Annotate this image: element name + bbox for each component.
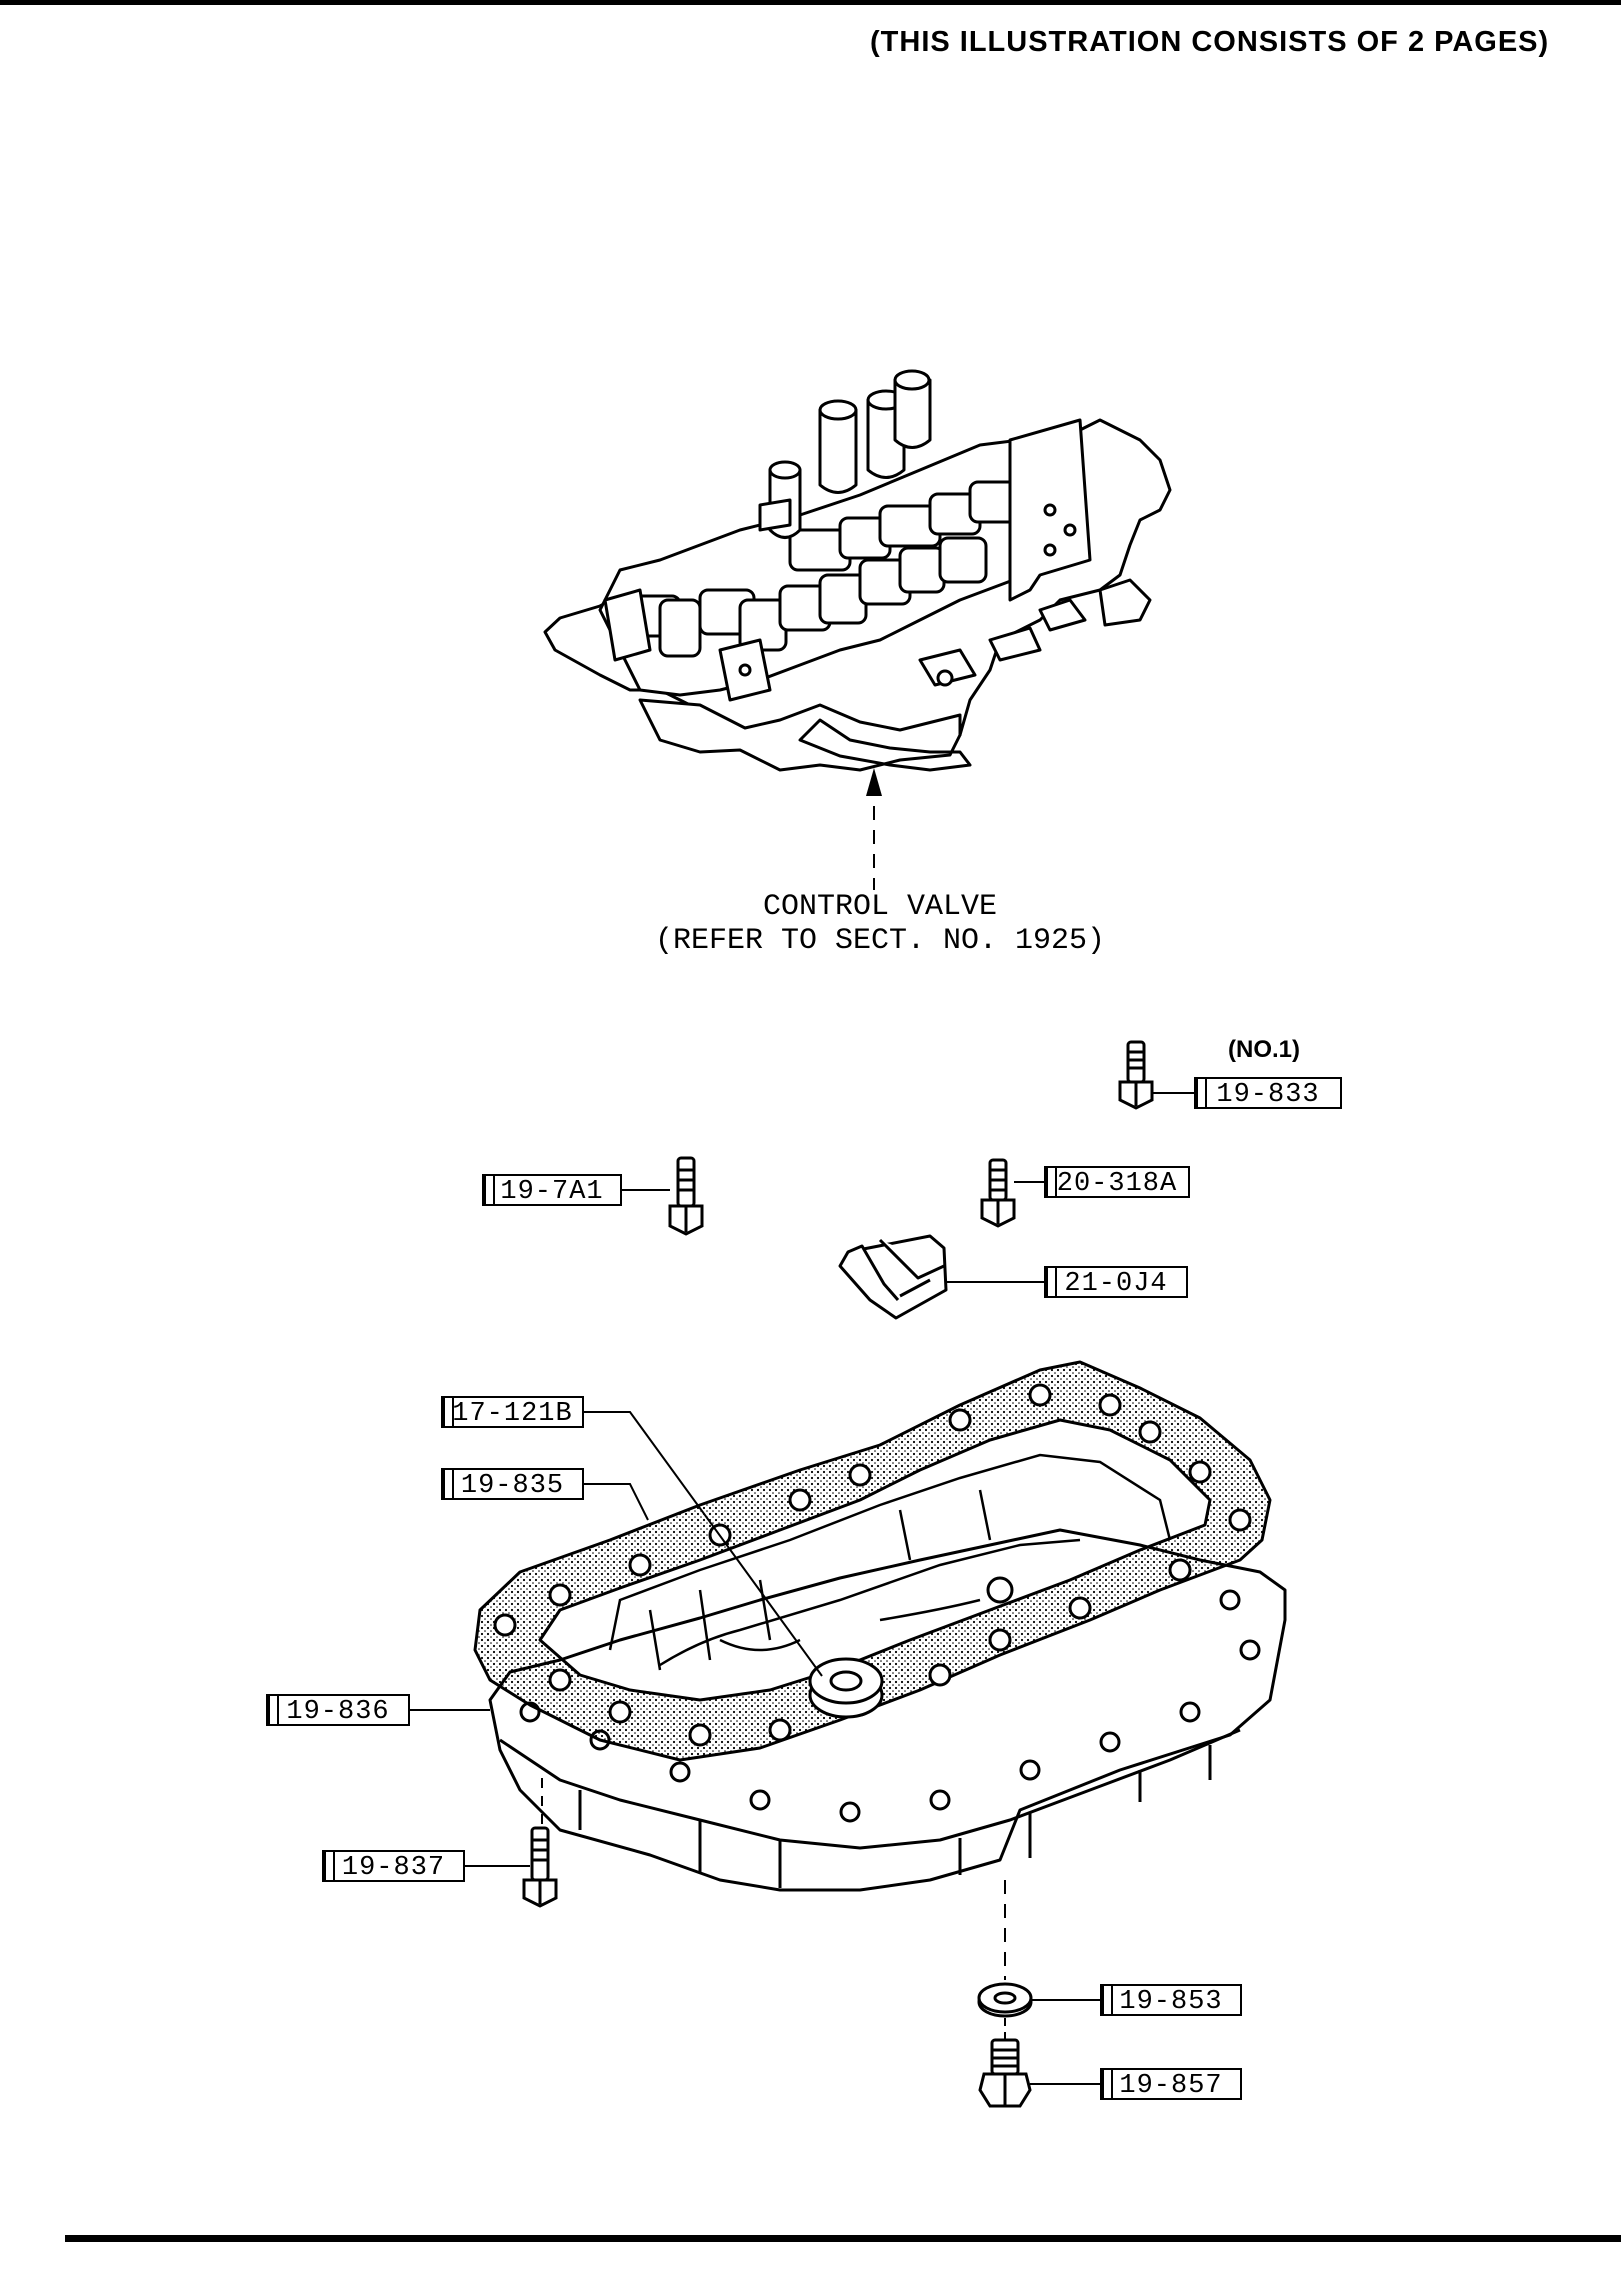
control-valve-arrow bbox=[866, 768, 882, 796]
part-label-19-853[interactable]: 19-853 bbox=[1100, 1984, 1242, 2017]
washer-19-853-icon bbox=[977, 1982, 1033, 2018]
part-label-20-318a[interactable]: 20-318A bbox=[1044, 1166, 1190, 1199]
part-label-19-833[interactable]: 19-833 bbox=[1194, 1077, 1342, 1110]
control-valve-drawing bbox=[543, 369, 1172, 772]
leader-19-835 bbox=[584, 1483, 649, 1521]
no1-tag: (NO.1) bbox=[1228, 1036, 1300, 1063]
bottom-rule bbox=[65, 2235, 1621, 2242]
part-label-19-857[interactable]: 19-857 bbox=[1100, 2068, 1242, 2101]
control-valve-label: CONTROL VALVE (REFER TO SECT. NO. 1925) bbox=[600, 890, 1160, 958]
leader-17-121b bbox=[584, 1411, 823, 1677]
bolt-20-318a-icon bbox=[980, 1158, 1016, 1228]
part-label-19-836[interactable]: 19-836 bbox=[266, 1694, 410, 1727]
drain-plug-19-857-icon bbox=[978, 2038, 1032, 2108]
control-valve-reference: (REFER TO SECT. NO. 1925) bbox=[654, 924, 1106, 958]
filter-ring-17-121b-icon bbox=[808, 1657, 884, 1719]
part-label-19-837[interactable]: 19-837 bbox=[322, 1850, 465, 1883]
illustration-pages-note: (THIS ILLUSTRATION CONSISTS OF 2 PAGES) bbox=[870, 26, 1550, 58]
oil-pan-interior bbox=[608, 1453, 1172, 1671]
control-valve-name: CONTROL VALVE bbox=[762, 890, 998, 924]
part-label-19-835[interactable]: 19-835 bbox=[441, 1468, 584, 1501]
bolt-19-833-icon bbox=[1118, 1040, 1154, 1110]
part-label-19-7a1[interactable]: 19-7A1 bbox=[482, 1174, 622, 1207]
bolt-19-7a1-icon bbox=[668, 1156, 704, 1236]
bolt-19-837-icon bbox=[522, 1826, 558, 1908]
top-rule bbox=[0, 0, 1621, 5]
part-label-17-121b[interactable]: 17-121B bbox=[441, 1396, 584, 1429]
clip-21-0j4-icon bbox=[838, 1234, 948, 1320]
part-label-21-0j4[interactable]: 21-0J4 bbox=[1044, 1266, 1188, 1299]
